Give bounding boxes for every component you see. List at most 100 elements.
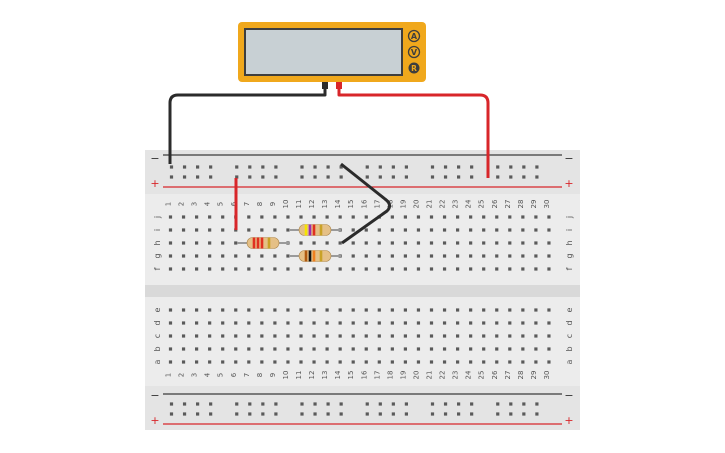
- terminal-top-hole[interactable]: [312, 215, 316, 219]
- terminal-bottom-hole[interactable]: [247, 347, 251, 351]
- terminal-top-hole[interactable]: [390, 228, 394, 232]
- terminal-top-hole[interactable]: [495, 215, 499, 219]
- terminal-top-hole[interactable]: [521, 241, 525, 245]
- terminal-top-hole[interactable]: [456, 241, 460, 245]
- terminal-bottom-hole[interactable]: [325, 308, 329, 312]
- terminal-bottom-hole[interactable]: [390, 308, 394, 312]
- terminal-bottom-hole[interactable]: [482, 321, 486, 325]
- top-rail-hole[interactable]: [326, 165, 330, 169]
- terminal-top-hole[interactable]: [168, 228, 173, 232]
- terminal-bottom-hole[interactable]: [260, 347, 264, 351]
- terminal-bottom-hole[interactable]: [456, 347, 460, 351]
- terminal-bottom-hole[interactable]: [221, 321, 225, 325]
- terminal-bottom-hole[interactable]: [482, 334, 486, 338]
- terminal-bottom-hole[interactable]: [168, 347, 173, 351]
- terminal-top-hole[interactable]: [181, 215, 186, 219]
- bottom-rail-hole[interactable]: [391, 412, 395, 416]
- resistor-1[interactable]: [237, 237, 289, 249]
- top-rail-hole[interactable]: [313, 165, 317, 169]
- terminal-bottom-hole[interactable]: [260, 308, 264, 312]
- terminal-bottom-hole[interactable]: [495, 308, 499, 312]
- terminal-top-hole[interactable]: [469, 267, 473, 271]
- bottom-rail-hole[interactable]: [196, 402, 200, 406]
- bottom-rail-hole[interactable]: [365, 412, 369, 416]
- terminal-bottom-hole[interactable]: [469, 334, 473, 338]
- terminal-top-hole[interactable]: [312, 267, 316, 271]
- bottom-rail-hole[interactable]: [261, 402, 265, 406]
- bottom-rail-hole[interactable]: [196, 412, 200, 416]
- terminal-top-hole[interactable]: [208, 241, 212, 245]
- terminal-top-hole[interactable]: [221, 241, 225, 245]
- terminal-top-hole[interactable]: [534, 241, 538, 245]
- terminal-bottom-hole[interactable]: [325, 334, 329, 338]
- terminal-bottom-hole[interactable]: [247, 321, 251, 325]
- terminal-top-hole[interactable]: [234, 267, 238, 271]
- terminal-bottom-hole[interactable]: [338, 347, 342, 351]
- terminal-bottom-hole[interactable]: [299, 321, 303, 325]
- top-rail-hole[interactable]: [235, 175, 239, 179]
- terminal-bottom-hole[interactable]: [299, 334, 303, 338]
- bottom-rail-hole[interactable]: [457, 412, 461, 416]
- terminal-bottom-hole[interactable]: [234, 360, 238, 364]
- terminal-bottom-hole[interactable]: [429, 334, 434, 338]
- terminal-top-hole[interactable]: [534, 254, 538, 258]
- terminal-bottom-hole[interactable]: [234, 321, 238, 325]
- terminal-top-hole[interactable]: [521, 267, 525, 271]
- terminal-bottom-hole[interactable]: [456, 321, 460, 325]
- terminal-top-hole[interactable]: [521, 254, 525, 258]
- black-probe-lead[interactable]: [168, 88, 327, 164]
- terminal-top-hole[interactable]: [273, 254, 277, 258]
- com-terminal[interactable]: [322, 82, 328, 89]
- terminal-bottom-hole[interactable]: [377, 347, 381, 351]
- terminal-top-hole[interactable]: [325, 215, 329, 219]
- terminal-top-hole[interactable]: [442, 267, 447, 271]
- terminal-bottom-hole[interactable]: [442, 360, 447, 364]
- terminal-bottom-hole[interactable]: [260, 360, 264, 364]
- terminal-bottom-hole[interactable]: [403, 360, 407, 364]
- terminal-bottom-hole[interactable]: [442, 347, 447, 351]
- bottom-rail-hole[interactable]: [326, 412, 330, 416]
- terminal-top-hole[interactable]: [495, 267, 499, 271]
- bottom-rail-hole[interactable]: [470, 412, 474, 416]
- top-rail-hole[interactable]: [378, 165, 382, 169]
- terminal-top-hole[interactable]: [482, 228, 486, 232]
- bottom-rail-hole[interactable]: [209, 402, 213, 406]
- terminal-bottom-hole[interactable]: [208, 321, 212, 325]
- resistor-2[interactable]: [289, 224, 341, 236]
- top-rail-hole[interactable]: [430, 165, 435, 169]
- terminal-top-hole[interactable]: [416, 254, 421, 258]
- bottom-rail-hole[interactable]: [182, 402, 187, 406]
- terminal-top-hole[interactable]: [403, 267, 407, 271]
- terminal-top-hole[interactable]: [456, 254, 460, 258]
- terminal-bottom-hole[interactable]: [273, 308, 277, 312]
- top-rail-hole[interactable]: [535, 175, 539, 179]
- terminal-bottom-hole[interactable]: [221, 347, 225, 351]
- terminal-bottom-hole[interactable]: [482, 308, 486, 312]
- terminal-bottom-hole[interactable]: [390, 347, 394, 351]
- terminal-top-hole[interactable]: [390, 267, 394, 271]
- top-rail-hole[interactable]: [235, 165, 239, 169]
- terminal-bottom-hole[interactable]: [260, 334, 264, 338]
- bottom-rail-hole[interactable]: [535, 402, 539, 406]
- bottom-rail-hole[interactable]: [496, 412, 500, 416]
- terminal-top-hole[interactable]: [442, 215, 447, 219]
- bottom-rail-hole[interactable]: [274, 402, 278, 406]
- terminal-bottom-hole[interactable]: [469, 347, 473, 351]
- terminal-bottom-hole[interactable]: [208, 347, 212, 351]
- top-rail-hole[interactable]: [261, 165, 265, 169]
- top-rail-hole[interactable]: [404, 165, 408, 169]
- terminal-top-hole[interactable]: [495, 228, 499, 232]
- top-rail-hole[interactable]: [326, 175, 330, 179]
- terminal-top-hole[interactable]: [429, 267, 434, 271]
- terminal-top-hole[interactable]: [247, 267, 251, 271]
- terminal-top-hole[interactable]: [534, 215, 538, 219]
- bottom-rail-hole[interactable]: [248, 402, 252, 406]
- terminal-bottom-hole[interactable]: [534, 334, 538, 338]
- top-rail-hole[interactable]: [300, 175, 304, 179]
- terminal-top-hole[interactable]: [208, 215, 212, 219]
- terminal-top-hole[interactable]: [195, 254, 199, 258]
- terminal-bottom-hole[interactable]: [181, 347, 186, 351]
- terminal-bottom-hole[interactable]: [547, 321, 551, 325]
- terminal-top-hole[interactable]: [208, 267, 212, 271]
